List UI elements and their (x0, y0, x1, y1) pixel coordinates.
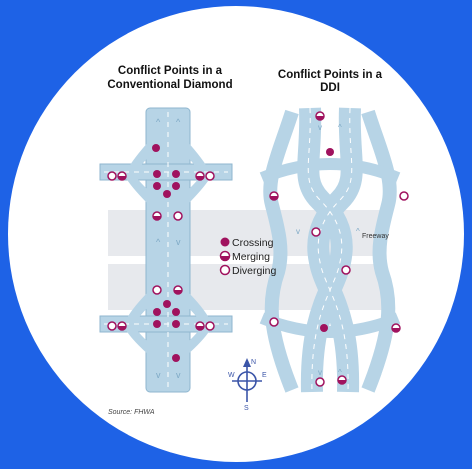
crossing-point (326, 148, 334, 156)
diverging-point (107, 171, 117, 181)
crossing-point (153, 170, 161, 178)
left-title-line1: Conflict Points in a (118, 65, 223, 77)
diverging-point (315, 377, 325, 387)
crossing-point (172, 320, 180, 328)
legend-crossing-label: Crossing (232, 237, 274, 249)
compass-w: W (228, 372, 235, 379)
compass-s: S (244, 405, 249, 412)
crossing-point (152, 144, 160, 152)
compass-e: E (262, 372, 267, 379)
crossing-point (172, 354, 180, 362)
svg-text:v: v (176, 370, 181, 380)
diverging-point (152, 285, 162, 295)
right-title-line2: DDI (320, 82, 340, 94)
svg-text:v: v (296, 227, 300, 236)
diverging-point (107, 321, 117, 331)
svg-text:^: ^ (156, 237, 161, 247)
crossing-point (153, 182, 161, 190)
legend-merging-label: Merging (232, 251, 270, 263)
left-title-line2: Conventional Diamond (107, 79, 232, 91)
compass-icon: N E W S (228, 358, 267, 412)
conflict-points-ddi (269, 111, 409, 387)
right-title-line1: Conflict Points in a (278, 69, 383, 81)
crossing-point (172, 182, 180, 190)
diverging-point (269, 317, 279, 327)
legend-crossing-icon (220, 237, 230, 247)
diverging-point (341, 265, 351, 275)
diverging-point (399, 191, 409, 201)
crossing-point (153, 320, 161, 328)
crossing-point (320, 324, 328, 332)
svg-text:^: ^ (176, 117, 181, 127)
diverging-point (173, 211, 183, 221)
legend-diverging-label: Diverging (232, 265, 277, 277)
svg-text:v: v (318, 123, 322, 132)
svg-text:^: ^ (356, 227, 360, 236)
diverging-point (205, 171, 215, 181)
diverging-point (311, 227, 321, 237)
compass-n: N (251, 359, 256, 366)
legend-diverging-icon (219, 264, 231, 276)
crossing-point (163, 190, 171, 198)
svg-text:v: v (318, 368, 322, 377)
source-label: Source: FHWA (108, 409, 155, 416)
crossing-point (172, 170, 180, 178)
diverging-point (205, 321, 215, 331)
freeway-label: Freeway (362, 233, 389, 240)
conflict-points-diamond (107, 144, 215, 362)
crossing-point (153, 308, 161, 316)
svg-text:^: ^ (156, 117, 161, 127)
crossing-point (172, 308, 180, 316)
legend: Crossing Merging Diverging (219, 237, 277, 277)
svg-text:^: ^ (338, 368, 342, 377)
svg-text:v: v (156, 370, 161, 380)
svg-text:v: v (176, 237, 181, 247)
svg-text:^: ^ (338, 123, 342, 132)
crossing-point (163, 300, 171, 308)
